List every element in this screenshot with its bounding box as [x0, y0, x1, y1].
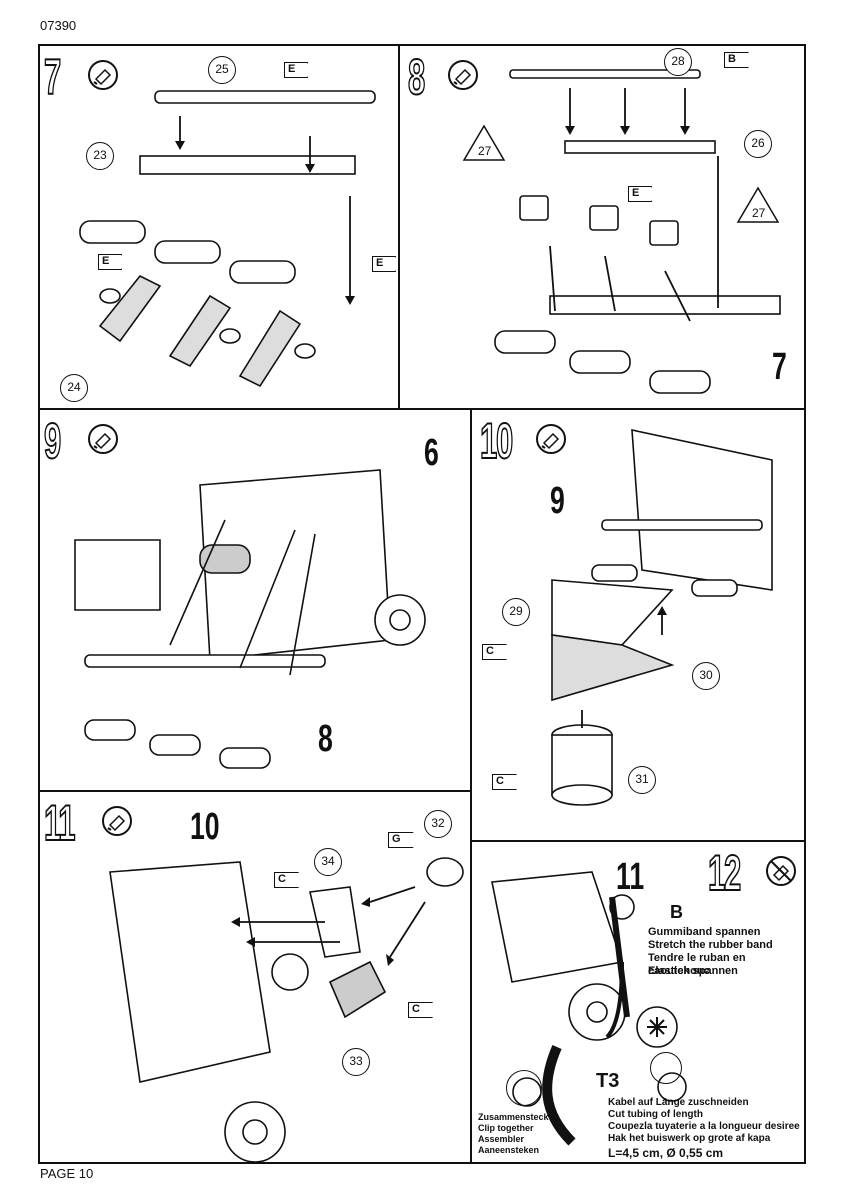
- cut-instruction-de: Kabel auf Länge zuschneiden: [608, 1097, 749, 1108]
- step-number: 10: [479, 413, 513, 469]
- page-number: PAGE 10: [40, 1166, 94, 1181]
- reference-step-9: 9: [550, 480, 565, 522]
- clip-instruction-en: Clip together: [478, 1123, 534, 1133]
- cut-instruction-fr: Coupezla tuyaterie a la longueur desiree: [608, 1121, 800, 1132]
- step-8-panel: 8 28 26 27 27 B E 7: [398, 44, 806, 410]
- step-11-drawing: [109, 857, 464, 1162]
- tube-dimensions: L=4,5 cm, Ø 0,55 cm: [608, 1146, 724, 1160]
- step-9-drawing: [74, 469, 426, 769]
- step-12-panel: 12 11 B Gummiband spannen Stretch the ru…: [470, 840, 806, 1164]
- clip-instruction-de: Zusammenstecken: [478, 1112, 560, 1122]
- letter-flag-e: E: [284, 62, 309, 78]
- part-number-28: 28: [664, 48, 692, 76]
- part-letter-b: B: [670, 902, 683, 922]
- letter-flag-e: E: [98, 254, 123, 270]
- band-instruction-en: Stretch the rubber band: [648, 939, 773, 951]
- glue-tube-icon: [88, 60, 118, 90]
- part-number-27: 27: [752, 206, 766, 220]
- part-number-32: 32: [424, 810, 452, 838]
- tube-label: T3: [596, 1070, 620, 1092]
- reference-step-10: 10: [190, 806, 220, 848]
- step-number: 8: [407, 49, 425, 105]
- part-number-33: 33: [342, 1048, 370, 1076]
- band-instruction-fr: Tendre le ruban en caoutchouc: [648, 952, 746, 977]
- step-number: 9: [43, 413, 61, 469]
- band-instruction-nl: Elastiek spannen: [648, 965, 738, 977]
- part-number-27: 27: [478, 144, 492, 158]
- scissors-icon: [650, 1052, 682, 1084]
- document-code: 07390: [40, 18, 77, 33]
- part-number-23: 23: [86, 142, 114, 170]
- step-11-panel: 11 10 32 34 33 G C C: [38, 790, 472, 1164]
- clip-instruction-fr: Assembler: [478, 1134, 525, 1144]
- cut-instruction-nl: Hak het buiswerk op grote af kapa: [608, 1133, 771, 1144]
- glue-tube-icon: [102, 806, 132, 836]
- reference-step-6: 6: [424, 432, 439, 474]
- letter-flag-e: E: [628, 186, 653, 202]
- part-number-29: 29: [502, 598, 530, 626]
- part-number-34: 34: [314, 848, 342, 876]
- step-7-panel: 7 25 23 24 E E E: [38, 44, 400, 410]
- step-9-panel: 9 6 8: [38, 408, 472, 792]
- part-number-25: 25: [208, 56, 236, 84]
- clip-hands-icon: [506, 1070, 542, 1106]
- glue-tube-icon: [448, 60, 478, 90]
- glue-tube-icon: [88, 424, 118, 454]
- part-number-26: 26: [744, 130, 772, 158]
- band-instruction-de: Gummiband spannen: [648, 926, 761, 938]
- cut-instruction-en: Cut tubing of length: [608, 1109, 703, 1120]
- part-number-31: 31: [628, 766, 656, 794]
- clip-instruction-nl: Aaneensteken: [478, 1145, 540, 1155]
- step-10-panel: 10 9 29 30 31 C C: [470, 408, 806, 842]
- reference-step-7: 7: [772, 346, 787, 388]
- step-number: 12: [707, 845, 741, 901]
- step-number: 11: [43, 795, 76, 851]
- letter-flag-g: G: [388, 832, 414, 848]
- step-7-drawing: [79, 90, 376, 388]
- step-number: 7: [43, 49, 61, 105]
- step-8-drawing: [462, 69, 781, 394]
- glue-tube-icon: [536, 424, 566, 454]
- reference-step-8: 8: [318, 718, 333, 760]
- reference-step-11: 11: [616, 856, 645, 898]
- part-number-30: 30: [692, 662, 720, 690]
- part-number-24: 24: [60, 374, 88, 402]
- step-12-drawing: [491, 871, 687, 1146]
- no-glue-icon: [766, 856, 796, 886]
- step-10-drawing: [551, 428, 773, 806]
